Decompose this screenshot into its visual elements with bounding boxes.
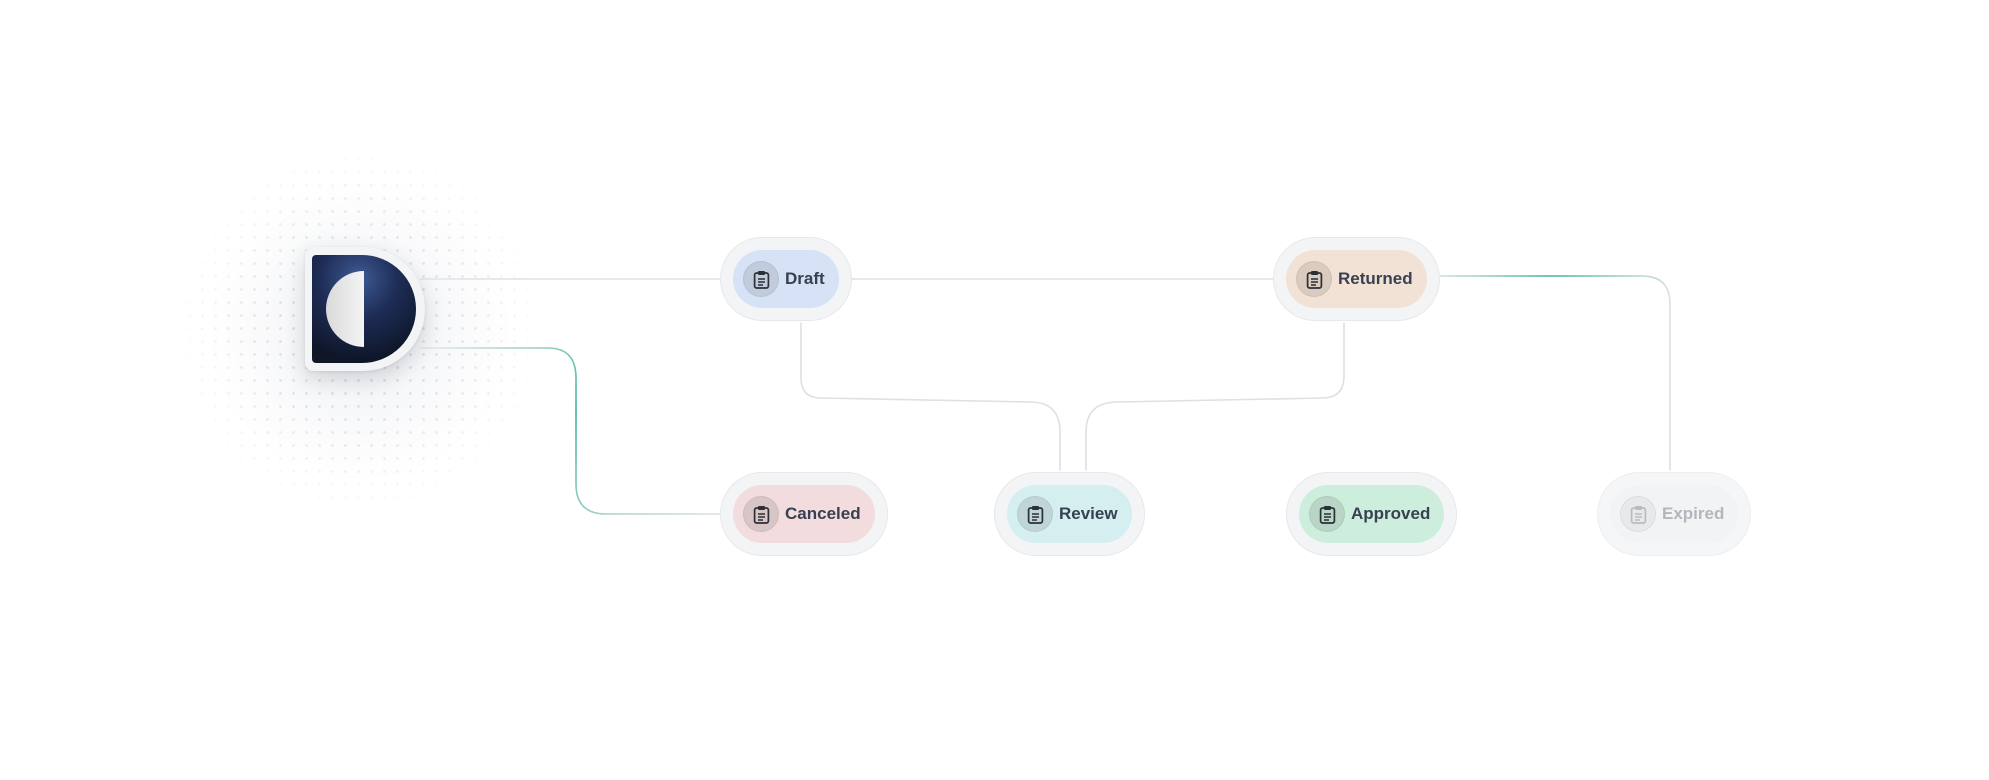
node-expired-label: Expired (1662, 504, 1725, 523)
app-logo (312, 255, 416, 363)
node-draft[interactable]: Draft (720, 237, 852, 321)
node-returned-label: Returned (1338, 269, 1413, 288)
edge-start-canceled (419, 347, 721, 515)
node-canceled-label: Canceled (785, 504, 861, 523)
node-draft-label: Draft (785, 269, 825, 288)
clipboard-icon (1296, 261, 1332, 297)
clipboard-icon (1620, 496, 1656, 532)
start-node[interactable] (305, 247, 425, 371)
node-expired-pill: Expired (1610, 485, 1739, 543)
node-approved[interactable]: Approved (1286, 472, 1458, 556)
clipboard-icon (1017, 496, 1053, 532)
node-draft-pill: Draft (733, 250, 839, 308)
node-approved-pill: Approved (1299, 485, 1445, 543)
edge-returned-expired (1431, 275, 1671, 471)
node-canceled-pill: Canceled (733, 485, 875, 543)
node-returned-pill: Returned (1286, 250, 1427, 308)
half-moon-icon (326, 271, 402, 347)
node-approved-label: Approved (1351, 504, 1431, 523)
node-review-pill: Review (1007, 485, 1132, 543)
node-canceled[interactable]: Canceled (720, 472, 888, 556)
node-review[interactable]: Review (994, 472, 1145, 556)
node-review-label: Review (1059, 504, 1118, 523)
clipboard-icon (743, 261, 779, 297)
node-returned[interactable]: Returned (1273, 237, 1440, 321)
edge-returned-review (1085, 322, 1345, 471)
edge-draft-review (800, 322, 1061, 471)
clipboard-icon (1309, 496, 1345, 532)
clipboard-icon (743, 496, 779, 532)
node-expired[interactable]: Expired (1597, 472, 1752, 556)
